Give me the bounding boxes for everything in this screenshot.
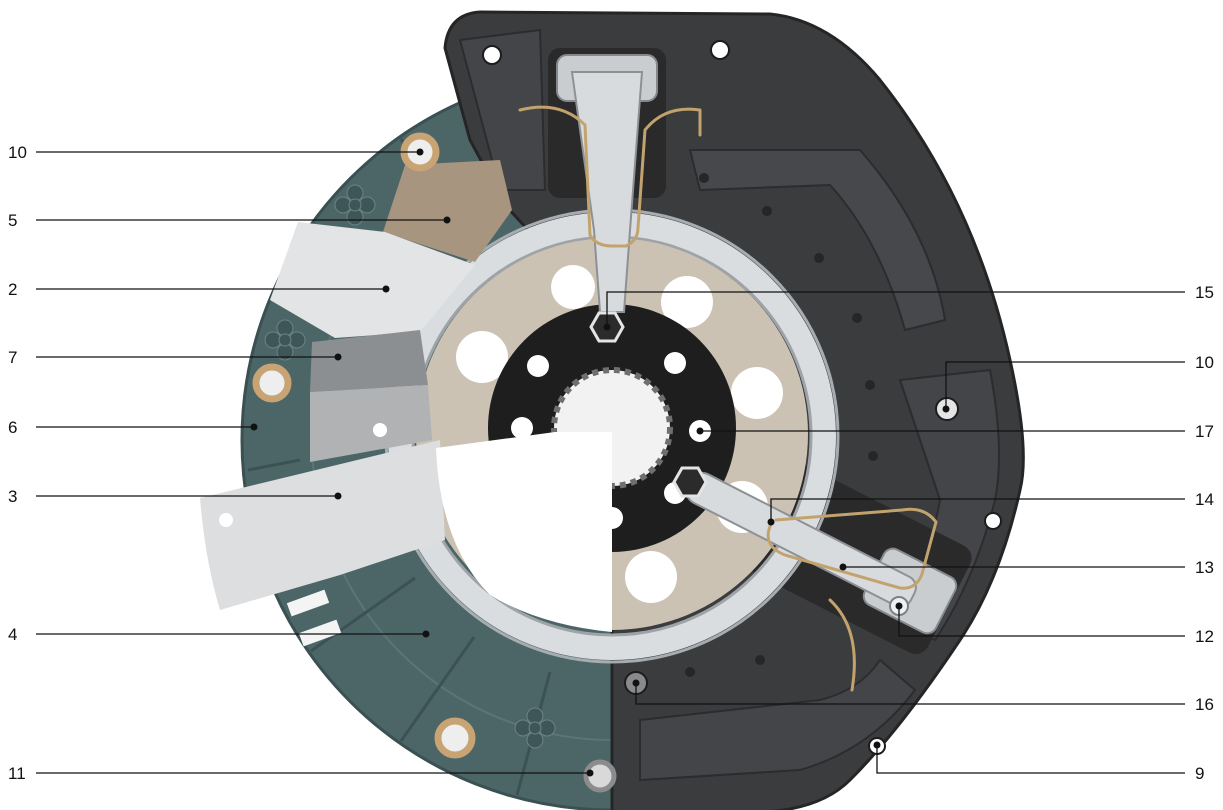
cover-rivet-hole — [814, 253, 824, 263]
leader-dot — [416, 148, 424, 156]
leader-dot — [942, 405, 950, 413]
hub-flange-hole — [511, 417, 533, 439]
facing-hole — [551, 265, 595, 309]
cover-rivet-hole — [868, 451, 878, 461]
callout-label: 12 — [1195, 627, 1214, 646]
cover-hole — [482, 45, 502, 65]
callout-label: 3 — [8, 487, 17, 506]
callout-label: 10 — [1195, 353, 1214, 372]
leader-dot — [696, 427, 704, 435]
hub-flange-hole — [527, 355, 549, 377]
leader-dot — [767, 518, 775, 526]
cover-rivet-hole — [755, 655, 765, 665]
cover-rivet-hole — [699, 173, 709, 183]
carrier-plate-layer — [310, 330, 428, 392]
leader-dot — [334, 353, 342, 361]
cover-ridge — [458, 28, 547, 191]
callout-label: 14 — [1195, 490, 1214, 509]
callout-label: 15 — [1195, 283, 1214, 302]
callout-label: 13 — [1195, 558, 1214, 577]
leader-dot — [422, 630, 430, 638]
lever-arm — [570, 71, 644, 313]
leader-dot — [873, 741, 881, 749]
disc-slot — [298, 619, 342, 647]
leader-dot — [382, 285, 390, 293]
callout-label: 2 — [8, 280, 17, 299]
facing-hole — [731, 367, 783, 419]
leader-dot — [443, 216, 451, 224]
hub-flange-hole — [664, 352, 686, 374]
callout-label: 16 — [1195, 695, 1214, 714]
carrier-plate-lower — [310, 385, 432, 462]
leader-line — [876, 745, 1185, 774]
callout-label: 4 — [8, 625, 17, 644]
leader-line — [606, 291, 1185, 327]
cushion-segment-layer — [270, 222, 475, 338]
release-lever-top — [518, 54, 702, 343]
leader-dot — [632, 679, 640, 687]
disc-groove — [247, 458, 301, 472]
lever-spring-clip — [766, 507, 938, 590]
callout-label: 9 — [1195, 764, 1204, 783]
leader-line — [635, 683, 1185, 705]
carrier-plate-hole — [373, 423, 387, 437]
rivet — [434, 717, 476, 759]
release-lever-diagonal — [672, 466, 958, 692]
leader-dot — [603, 323, 611, 331]
adjusting-nut — [672, 466, 708, 498]
callout-label: 6 — [8, 418, 17, 437]
disc-rivets — [252, 132, 617, 793]
disc-cross-emblem — [264, 319, 306, 361]
disc-cross-emblem — [514, 707, 556, 749]
rivet — [252, 363, 292, 403]
callouts-right: 15 10 17 14 13 12 16 9 — [603, 283, 1214, 783]
cover-ridge — [639, 658, 917, 782]
cover-rivet-hole — [852, 313, 862, 323]
leader-line — [945, 361, 1185, 409]
friction-pad — [383, 160, 512, 262]
cover-hole — [710, 40, 730, 60]
cover-rivet-hole — [685, 667, 695, 677]
facing-hole — [661, 276, 713, 328]
cover-rivet-hole — [762, 206, 772, 216]
disc-cross-emblem — [334, 184, 376, 226]
disc-groove — [399, 636, 476, 742]
cutaway-void — [436, 432, 612, 632]
callouts-left: 10 5 2 7 6 3 4 11 — [8, 143, 594, 783]
callout-label: 17 — [1195, 422, 1214, 441]
facing-hole — [625, 551, 677, 603]
cutaway-layers — [200, 160, 512, 610]
cover-rivet-hole — [865, 380, 875, 390]
cover-hole — [984, 512, 1002, 530]
hub-disc-hole — [219, 513, 233, 527]
leader-line — [770, 498, 1185, 522]
facing-hole — [456, 331, 508, 383]
leader-dot — [895, 602, 903, 610]
callout-label: 10 — [8, 143, 27, 162]
disc-slot — [286, 589, 330, 617]
lever-spring-clip — [518, 105, 702, 248]
leader-dot — [586, 769, 594, 777]
callout-label: 7 — [8, 348, 17, 367]
disc-groove — [310, 576, 416, 653]
callout-label: 11 — [8, 764, 26, 783]
lever-spring-clip-leg — [828, 598, 856, 692]
leader-dot — [334, 492, 342, 500]
rivet — [583, 759, 617, 793]
leader-dot — [250, 423, 258, 431]
callout-label: 5 — [8, 211, 17, 230]
leader-line — [898, 606, 1185, 637]
leader-dot — [839, 563, 847, 571]
cover-ridge — [688, 149, 947, 332]
hub-disc-layer — [200, 440, 445, 610]
